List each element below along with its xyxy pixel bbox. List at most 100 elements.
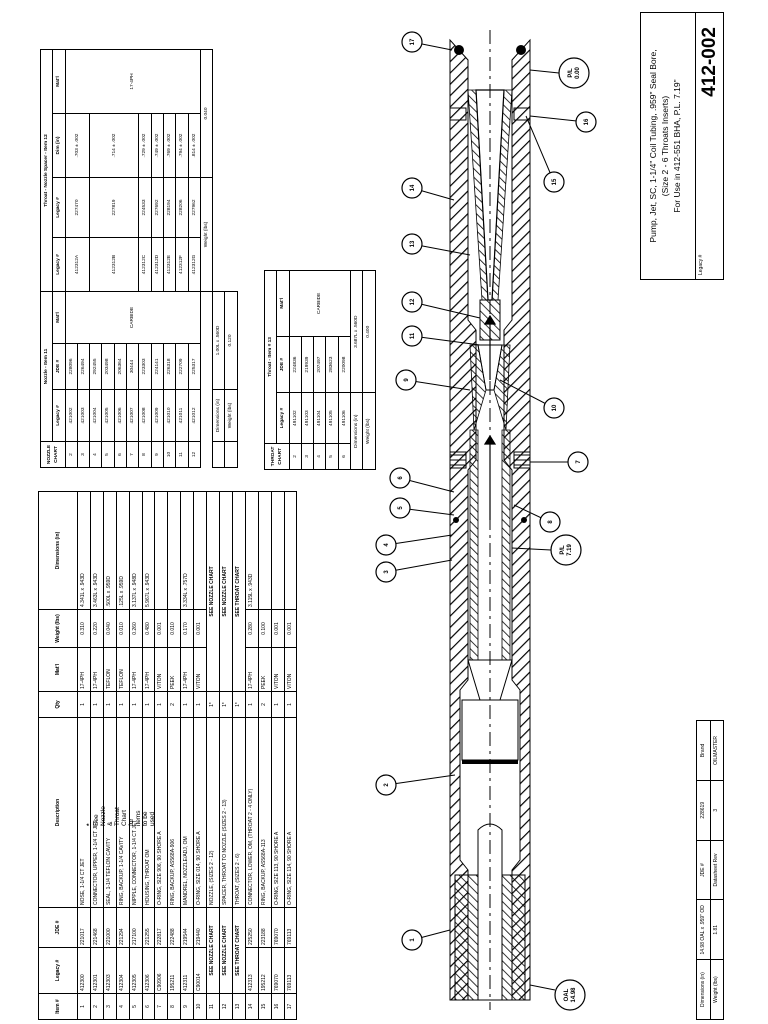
parts-cell: 11 xyxy=(206,993,220,1020)
parts-cell: 1 xyxy=(116,691,130,718)
callout-circle xyxy=(543,397,565,419)
oal-value: 14.98 xyxy=(571,987,577,1003)
nozzle-col-header: Mat'l xyxy=(52,291,66,344)
parts-cell: VITON xyxy=(193,647,207,692)
nozzle-col-header: Dim (in) xyxy=(52,113,66,178)
nozzle-cell: 421006 xyxy=(114,389,127,442)
parts-cell: TEFLON xyxy=(116,647,130,692)
throat-cell: 207497 xyxy=(313,336,326,393)
parts-cell: THROAT, (SIZES 2 - 6) xyxy=(232,717,246,908)
parts-cell: MANDREL, NOZZLE/ADJ, OM xyxy=(180,717,194,908)
parts-cell: O-RING, SIZE 114, 90 SHORE A xyxy=(284,717,297,908)
parts-cell: 17-4PH xyxy=(245,647,259,692)
parts-cell: 0.001 xyxy=(271,609,284,648)
parts-cell: VITON xyxy=(271,647,284,692)
spacer-legacy: 412312C xyxy=(138,237,152,292)
tb-jde-value: 228619 xyxy=(696,780,710,841)
callout-circle xyxy=(389,467,411,489)
parts-cell: 769070 xyxy=(271,907,284,948)
throat-cell: 224836 xyxy=(289,336,302,393)
throat-cell: 491104 xyxy=(313,392,326,444)
spacer-cell: 224533 xyxy=(138,177,152,238)
parts-cell: 769070 xyxy=(271,947,284,994)
nozzle-cell: 226494 xyxy=(77,343,90,390)
parts-cell: 769113 xyxy=(284,907,297,948)
nozzle-cell: 6 xyxy=(114,441,127,468)
throat-col-header: Legacy # xyxy=(276,392,290,444)
part-number: 412-002 xyxy=(699,27,720,97)
parts-cell: 2 xyxy=(90,993,104,1020)
parts-cell: 0.280 xyxy=(245,609,259,648)
parts-cell: 221294 xyxy=(116,907,130,948)
callout-number: 12 xyxy=(410,298,416,305)
callout-circle xyxy=(375,534,397,556)
spacer-cell: .814 ± .002 xyxy=(188,113,201,178)
callout-circle xyxy=(401,929,423,951)
title-line-3: For Use in 412-551 BHA, P.L. 7.19" xyxy=(672,79,682,213)
nozzle-cell: 421012 xyxy=(188,389,201,442)
parts-cell: 1 xyxy=(90,691,104,718)
parts-cell: SEE NOZZLE CHART xyxy=(219,491,233,692)
parts-cell: 0.010 xyxy=(167,609,181,648)
pl-mid-marker: P/L 7.19 xyxy=(511,534,582,566)
parts-cell: 221255 xyxy=(142,907,155,948)
parts-cell xyxy=(284,491,297,610)
spacer-cell: .769 ± .002 xyxy=(163,113,176,178)
parts-cell: SEE THROAT CHART xyxy=(232,907,246,994)
callout-number: 11 xyxy=(410,332,416,339)
callout-number: 14 xyxy=(410,184,416,191)
parts-cell: 1 xyxy=(77,691,91,718)
pl-top-marker: P/L 0.00 xyxy=(529,57,590,89)
callout-number: 9 xyxy=(404,378,410,382)
parts-cell: 17-4PH xyxy=(90,647,104,692)
tb-dimensions-label: Dimensions (in) xyxy=(696,959,710,1020)
nozzle-cell: 228096 xyxy=(65,343,78,390)
nozzle-col-header: Legacy # xyxy=(52,237,66,292)
spacer-cell: .703 ± .002 xyxy=(65,113,90,178)
parts-cell: 225250 xyxy=(245,907,259,948)
spacer-weight-value: 0.040 xyxy=(200,49,213,178)
spacer-cell: 227819 xyxy=(89,177,139,238)
parts-cell: O-RING, SIZE 014, 90 SHORE A xyxy=(193,717,207,908)
oal-circle xyxy=(554,979,586,1011)
nozzle-cell: 9 xyxy=(151,441,164,468)
parts-cell: 769113 xyxy=(284,947,297,994)
parts-cell: 221017 xyxy=(77,907,91,948)
parts-cell: 221468 xyxy=(90,907,104,948)
nozzle-col-header: Legacy # xyxy=(52,177,66,238)
parts-cell xyxy=(154,491,168,610)
parts-cell: 0.100 xyxy=(258,609,272,648)
nozzle-cell: 421007 xyxy=(126,389,139,442)
throat-cell: 491102 xyxy=(289,392,302,444)
pl-top-circle xyxy=(558,57,590,89)
callout-number: 15 xyxy=(552,178,558,185)
footnote-text: See Nozzle & Throat Chart for items to b… xyxy=(93,806,156,826)
nozzle-col-header: JDE # xyxy=(52,343,66,390)
parts-cell: 13 xyxy=(232,993,246,1020)
parts-cell: 412301 xyxy=(90,947,104,994)
parts-cell: 17-4PH xyxy=(142,647,155,692)
parts-cell: 3.115L x .943D xyxy=(245,491,259,610)
parts-cell: 412306 xyxy=(142,947,155,994)
throat-chart-corner: THROAT CHART xyxy=(264,443,290,470)
pl-mid-value: 7.19 xyxy=(567,544,573,556)
nozzle-cell: 421009 xyxy=(151,389,164,442)
parts-cell: 1 xyxy=(77,993,91,1020)
tb-datasheet-label: Datasheet Rev xyxy=(710,840,724,900)
spacer-legacy: 412312G xyxy=(188,237,201,292)
callout-number: 8 xyxy=(548,520,554,524)
parts-col-header: Item # xyxy=(38,993,78,1020)
nozzle-cell: 226318 xyxy=(163,343,176,390)
parts-cell: PEEK xyxy=(167,647,181,692)
callout-number: 13 xyxy=(410,240,416,247)
parts-col-header: Dimensions (in) xyxy=(38,491,78,610)
parts-cell: 222817 xyxy=(154,907,168,948)
